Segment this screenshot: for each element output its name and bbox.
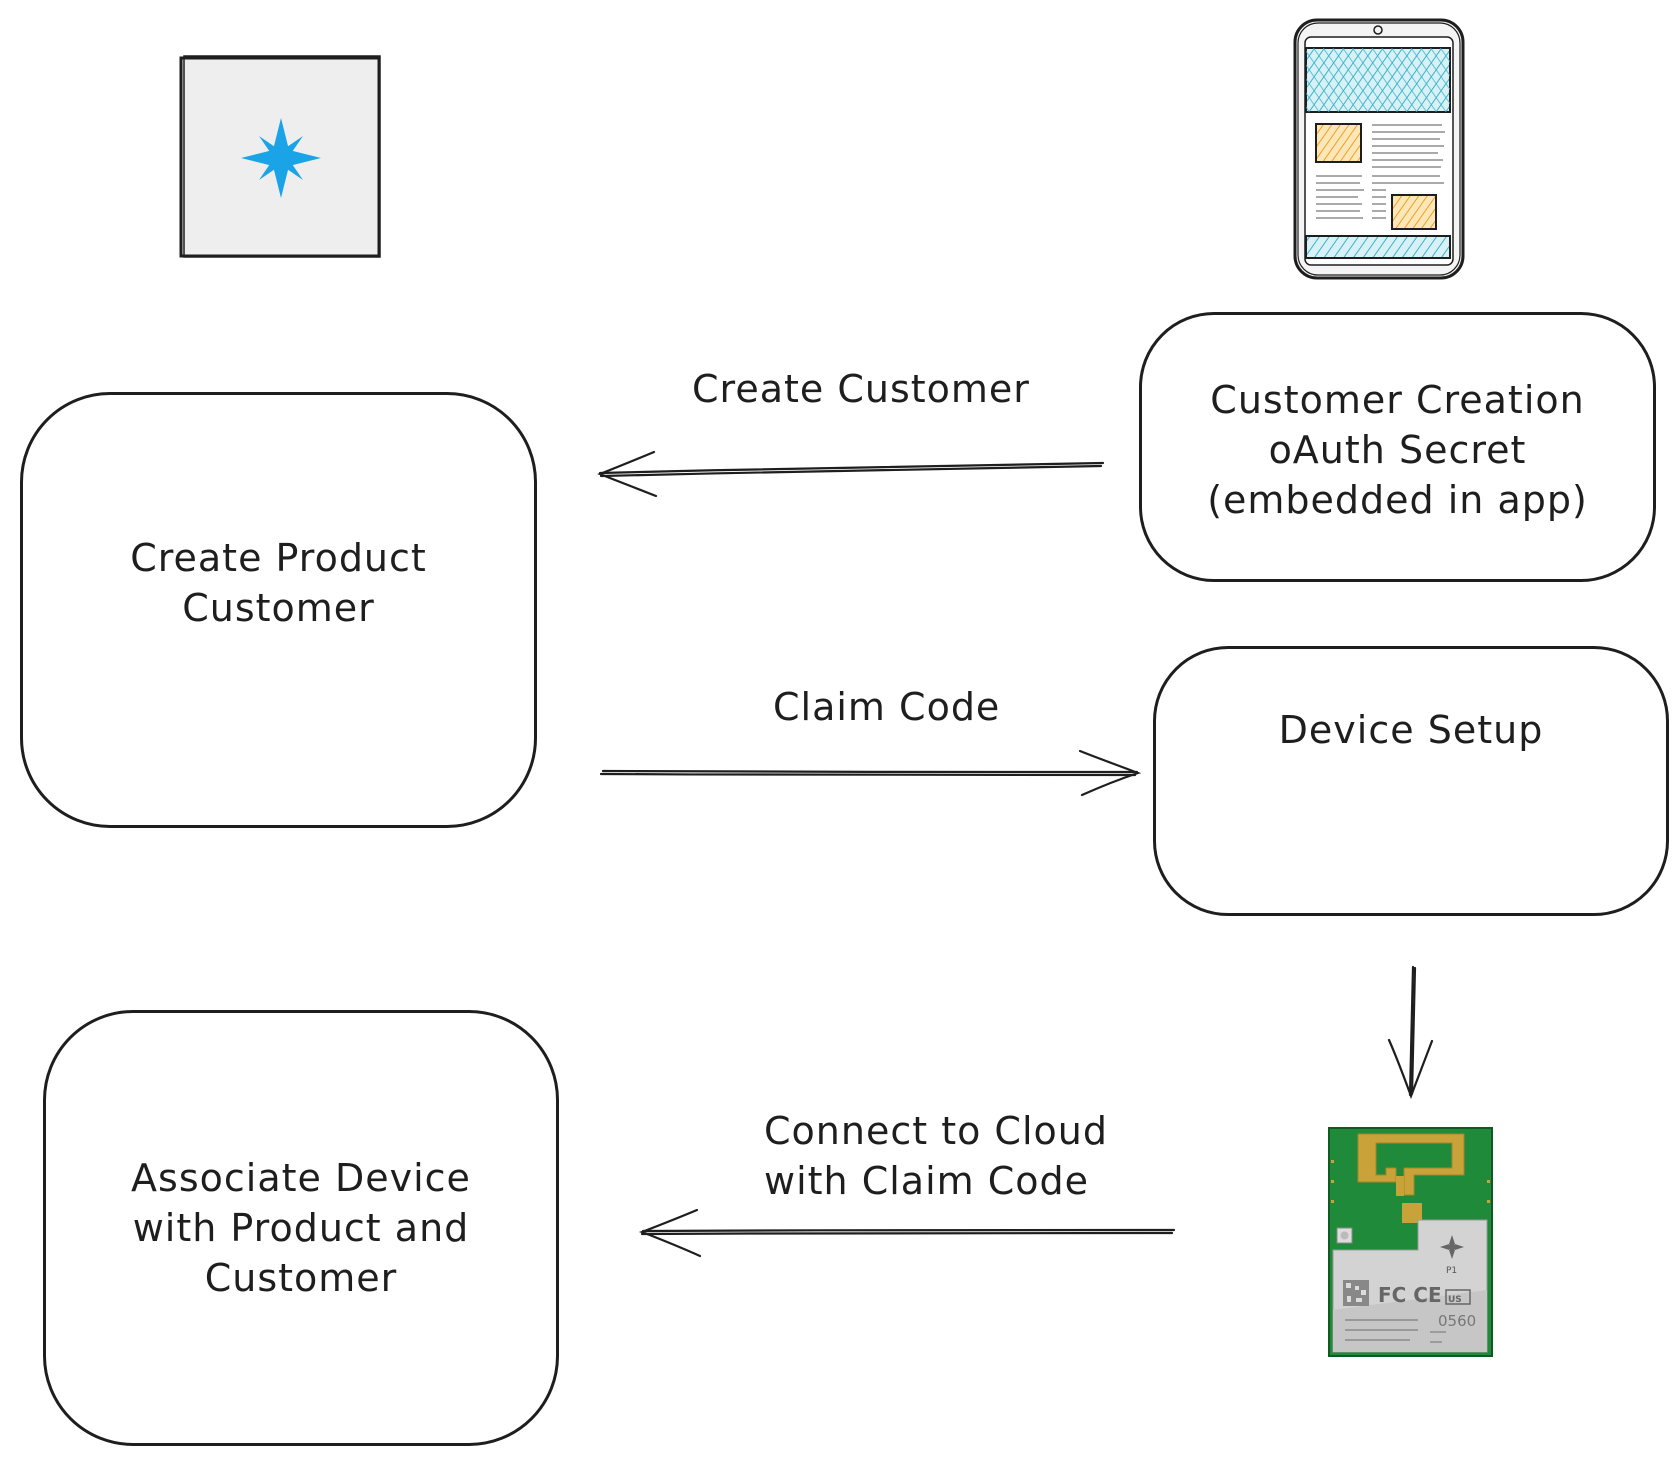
module-model-label: P1 — [1446, 1266, 1457, 1276]
associate-device-label: Associate Device with Product and Custom… — [131, 1156, 471, 1300]
create-customer-label: Create Customer — [692, 367, 1030, 411]
particle-logo-icon — [179, 55, 381, 258]
claim-code-label: Claim Code — [773, 685, 1001, 729]
phone-app-icon — [1293, 18, 1465, 280]
device-setup-label: Device Setup — [1278, 708, 1544, 752]
module-marks-label: FC CE — [1378, 1283, 1442, 1307]
device-setup-node: Device Setup — [1153, 646, 1669, 916]
create-product-customer-node: Create Product Customer — [20, 392, 537, 828]
claim-code-arrow — [599, 749, 1142, 797]
create-product-customer-label: Create Product Customer — [130, 536, 427, 630]
wifi-module-icon: P1 FC CE US 0560 — [1328, 1127, 1493, 1357]
connect-cloud-arrow — [638, 1208, 1176, 1258]
connect-cloud-label: Connect to Cloud with Claim Code — [764, 1109, 1108, 1203]
svg-text:US: US — [1448, 1295, 1462, 1305]
associate-device-node: Associate Device with Product and Custom… — [43, 1010, 559, 1446]
module-code-label: 0560 — [1438, 1312, 1476, 1330]
customer-creation-secret-label: Customer Creation oAuth Secret (embedded… — [1207, 378, 1588, 522]
create-customer-arrow — [597, 450, 1105, 498]
setup-to-module-arrow — [1387, 965, 1434, 1100]
customer-creation-secret-node: Customer Creation oAuth Secret (embedded… — [1139, 312, 1656, 582]
